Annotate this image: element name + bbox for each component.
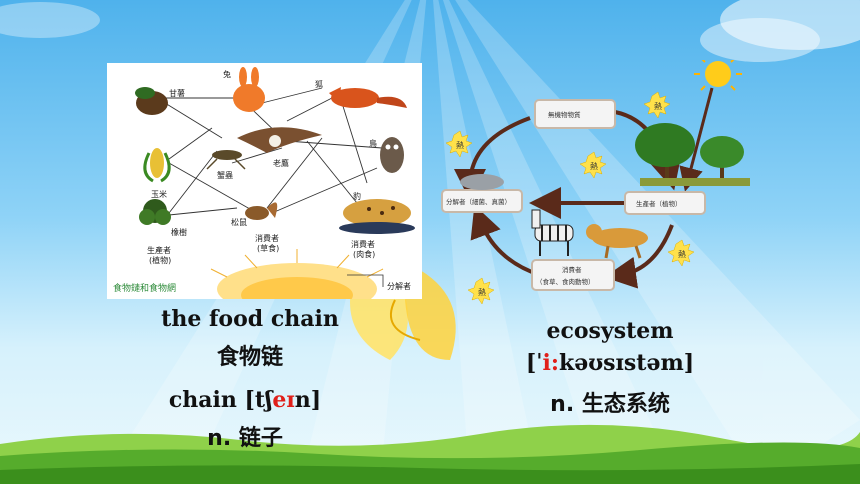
- chain-word-phonetic: chain [tʃeɪn]: [150, 387, 340, 413]
- chain-chinese: n. 链子: [207, 426, 283, 451]
- label-consumer-carnivore-sub: (肉食): [353, 249, 375, 259]
- oak-icon: [139, 199, 171, 225]
- chain-ipa-highlight: eɪ: [272, 387, 295, 413]
- ecosystem-phonetic: [ˈi:kəʊsɪstəm]: [500, 350, 720, 376]
- label-producer-sub: (植物): [149, 255, 171, 265]
- label-leopard: 豹: [353, 191, 361, 201]
- label-consumer-carnivore: 消費者: [351, 239, 375, 249]
- decomposer-box: 分解者（細菌、真菌）: [441, 174, 523, 213]
- food-chain-chinese: 食物链: [216, 345, 283, 370]
- label-sweet-potato: 甘薯: [169, 88, 185, 98]
- ecosystem-chinese: n. 生态系统: [550, 392, 670, 417]
- svg-text:熱: 熱: [590, 161, 598, 171]
- rabbit-icon: [233, 67, 265, 112]
- bird-icon: [380, 137, 404, 173]
- ecosystem-english: ecosystem: [546, 318, 674, 344]
- food-web-figure: 甘薯 兔 狐 蟹蟲 老鷹 鳥 玉米 松鼠 豹 橡樹 生產者 (植物) 消費者 (…: [107, 63, 422, 299]
- food-chain-english: the food chain: [161, 306, 339, 332]
- label-grasshopper: 蟹蟲: [217, 170, 233, 180]
- sun-icon: [679, 52, 742, 192]
- heat-icon: 熱 熱 熱 熱 熱: [445, 91, 695, 305]
- grass-decoration: [0, 424, 860, 484]
- label-decomposer: 分解者（細菌、真菌）: [446, 197, 511, 206]
- label-oak: 橡樹: [171, 227, 187, 237]
- tiger-icon: [586, 224, 648, 259]
- label-fox: 狐: [315, 79, 323, 89]
- grasshopper-icon: [206, 150, 246, 170]
- svg-text:熱: 熱: [678, 249, 686, 259]
- producer-box: 生產者（植物）: [624, 191, 706, 215]
- ecosystem-ipa-open: [ˈ: [525, 350, 543, 376]
- ecosystem-illustration: 無機物物質 生產者（植物） 分解者（細菌、真菌） 消費者 （食草、食肉動物）: [441, 52, 750, 305]
- svg-text:熱: 熱: [654, 101, 662, 111]
- label-consumer-herbivore: 消費者: [255, 233, 279, 243]
- zebra-icon: [531, 209, 574, 256]
- corn-icon: [143, 148, 171, 183]
- food-web-illustration: 甘薯 兔 狐 蟹蟲 老鷹 鳥 玉米 松鼠 豹 橡樹 生產者 (植物) 消費者 (…: [107, 63, 422, 299]
- chain-ipa-close: n]: [294, 387, 322, 413]
- label-bird: 鳥: [369, 138, 377, 148]
- label-corn: 玉米: [151, 189, 167, 199]
- ecosystem-ipa-rest: kəʊsɪstəm]: [558, 350, 695, 376]
- chain-ipa-open: [tʃ: [244, 387, 273, 413]
- consumer-box: 消費者 （食草、食肉動物）: [531, 259, 615, 291]
- ecosystem-figure: 無機物物質 生產者（植物） 分解者（細菌、真菌） 消費者 （食草、食肉動物）: [440, 52, 760, 305]
- sun-icon: [210, 249, 384, 299]
- label-consumer: 消費者: [562, 265, 582, 274]
- label-decomposer: 分解者: [387, 281, 411, 291]
- svg-text:熱: 熱: [456, 140, 464, 150]
- tree-icon: [635, 123, 750, 186]
- eagle-icon: [237, 127, 322, 153]
- label-squirrel: 松鼠: [231, 217, 247, 227]
- label-rabbit: 兔: [223, 69, 231, 79]
- label-consumer-sub: （食草、食肉動物）: [536, 277, 595, 286]
- svg-text:熱: 熱: [478, 287, 486, 297]
- label-producer: 生產者: [147, 245, 171, 255]
- chain-word: chain: [168, 387, 237, 413]
- label-eagle: 老鷹: [273, 158, 289, 168]
- label-consumer-herbivore-sub: (草食): [257, 243, 279, 253]
- figure-caption: 食物鏈和食物網: [113, 282, 176, 294]
- ecosystem-ipa-highlight: i:: [542, 350, 559, 376]
- label-producer: 生產者（植物）: [636, 199, 682, 208]
- squirrel-icon: [245, 202, 278, 220]
- sweet-potato-icon: [135, 87, 168, 115]
- inorganic-box: 無機物物質: [534, 99, 616, 129]
- label-inorganic: 無機物物質: [548, 110, 581, 119]
- leopard-icon: [339, 199, 415, 234]
- fox-icon: [329, 87, 407, 108]
